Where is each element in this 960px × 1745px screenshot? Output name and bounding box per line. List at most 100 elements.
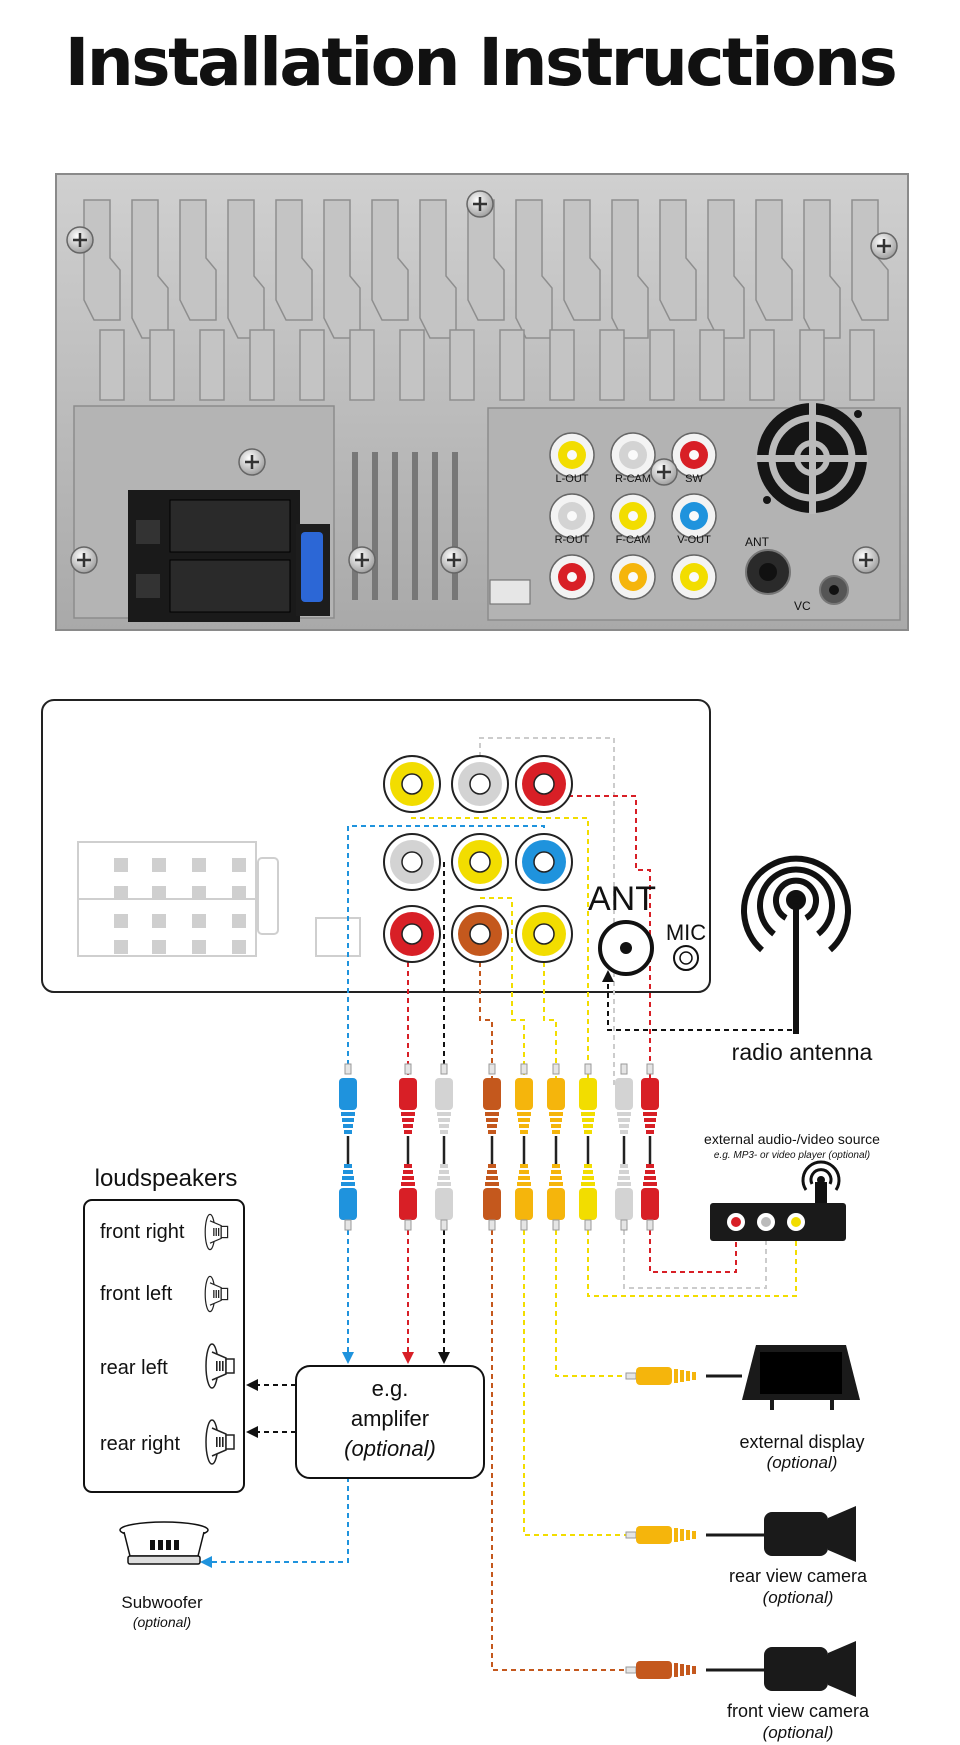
photo-ant-label: ANT xyxy=(745,535,770,549)
iso-pin xyxy=(152,886,166,900)
screw-cross xyxy=(447,553,461,567)
diagram-mic-label: MIC xyxy=(666,920,706,945)
photo-port-pin xyxy=(689,572,699,582)
port-label-f-cam: F-CAM xyxy=(616,534,651,546)
diagram-port-pin xyxy=(469,851,491,873)
diagram-port-pin xyxy=(469,923,491,945)
rib-lower xyxy=(799,329,825,401)
rib xyxy=(563,199,601,321)
rib-lower xyxy=(299,329,325,401)
rca-cable-plugs xyxy=(339,1063,696,1679)
iso-connector-outline xyxy=(114,858,246,954)
vent-slot xyxy=(352,452,358,600)
diagram-port-pin xyxy=(533,773,555,795)
rca-plug-upper xyxy=(483,1063,501,1134)
rear-camera-label: rear view camera xyxy=(729,1566,868,1586)
iso-pin xyxy=(114,858,128,872)
iso-pin xyxy=(192,914,206,928)
photo-port-pin xyxy=(628,572,638,582)
port-label-r-out: R-OUT xyxy=(555,534,590,546)
radio-antenna-label: radio antenna xyxy=(732,1039,873,1065)
rib xyxy=(467,199,505,321)
rib xyxy=(611,199,649,339)
rca-plug-lower xyxy=(515,1164,533,1231)
arrowheads xyxy=(200,970,614,1568)
rib-lower xyxy=(249,329,275,401)
photo-port-pin xyxy=(689,511,699,521)
rca-plug-lower xyxy=(399,1164,417,1231)
iso-pin xyxy=(152,914,166,928)
rib xyxy=(227,199,265,339)
amplifier-box xyxy=(295,1365,485,1479)
diagram-ant-label: ANT xyxy=(588,880,656,918)
ext-source-sub-label: e.g. MP3- or video player (optional) xyxy=(714,1150,870,1161)
rib xyxy=(83,199,121,321)
port-label-l-out: L-OUT xyxy=(556,473,589,485)
rib xyxy=(371,199,409,321)
loudspeakers-label: loudspeakers xyxy=(95,1165,238,1192)
rib xyxy=(659,199,697,321)
rca-plug-upper xyxy=(399,1063,417,1134)
screws xyxy=(66,190,898,574)
rca-plug-lower xyxy=(641,1164,659,1231)
ext-source-device-icon xyxy=(710,1160,846,1241)
rca-plug-lower xyxy=(483,1164,501,1231)
amplifier-line-2: amplifer xyxy=(351,1406,429,1431)
page-title: Installation Instructions xyxy=(64,24,898,101)
rca-plug-upper xyxy=(339,1063,357,1134)
amplifier-line-3: (optional) xyxy=(344,1436,436,1461)
photo-port-pin xyxy=(628,511,638,521)
rib-lower xyxy=(649,329,675,401)
subwoofer-label: Subwoofer xyxy=(121,1593,203,1612)
subwoofer-icon xyxy=(119,1521,209,1565)
rib-lower xyxy=(399,329,425,401)
iso-pin xyxy=(114,940,128,954)
rib xyxy=(179,199,217,321)
diagram-port-pin xyxy=(533,851,555,873)
rca-plug-horizontal xyxy=(625,1367,696,1385)
vent-slot xyxy=(412,452,418,600)
rib-lower xyxy=(99,329,125,401)
rib xyxy=(323,199,361,339)
port-label-sw: SW xyxy=(685,473,703,485)
amplifier-line-1: e.g. xyxy=(372,1376,409,1401)
rib xyxy=(755,199,793,321)
ext-display-label: external display xyxy=(739,1432,864,1452)
speaker-icons xyxy=(204,1213,235,1465)
mic-port-icon xyxy=(673,945,699,971)
photo-port-pin xyxy=(567,450,577,460)
vent-slots xyxy=(352,452,458,600)
iso-pin xyxy=(232,858,246,872)
iso-pin xyxy=(232,914,246,928)
rib xyxy=(131,199,169,339)
speaker-icon xyxy=(204,1213,229,1251)
speaker-icon xyxy=(205,1419,235,1465)
front-camera-icon xyxy=(706,1641,856,1697)
rib-lower xyxy=(699,329,725,401)
photo-rca-ports xyxy=(549,432,717,600)
vent-slot xyxy=(392,452,398,600)
port-label-r-cam: R-CAM xyxy=(615,473,651,485)
iso-pin xyxy=(152,858,166,872)
vc-socket-icon xyxy=(819,575,849,605)
rib-lower xyxy=(449,329,475,401)
iso-pin xyxy=(114,914,128,928)
rib-lower xyxy=(549,329,575,401)
ext-source-label: external audio-/video source xyxy=(704,1131,880,1147)
rca-plug-upper xyxy=(515,1063,533,1134)
rib-lower xyxy=(149,329,175,401)
diagram-port-pin xyxy=(401,923,423,945)
rca-plug-upper xyxy=(615,1063,633,1134)
display-icon xyxy=(706,1345,860,1410)
rca-plug-horizontal xyxy=(625,1526,696,1544)
rib-lower xyxy=(849,329,875,401)
screw-cross xyxy=(657,465,671,479)
iso-pin xyxy=(192,940,206,954)
screw-cross xyxy=(355,553,369,567)
ant-port-icon xyxy=(598,920,654,976)
photo-port-pin xyxy=(567,572,577,582)
screw-cross xyxy=(859,553,873,567)
rib xyxy=(707,199,745,339)
screw-cross xyxy=(77,553,91,567)
speaker-label-front-right: front right xyxy=(100,1221,185,1243)
